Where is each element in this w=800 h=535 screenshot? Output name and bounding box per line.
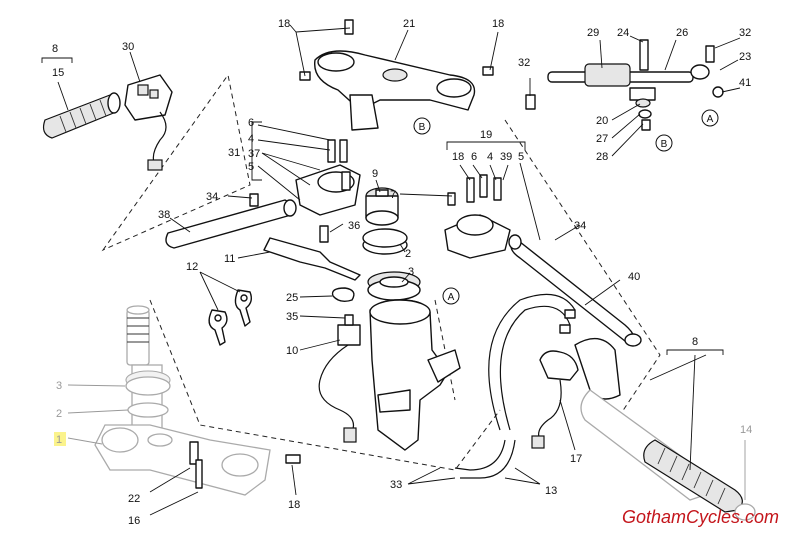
right-clipon [444, 174, 511, 259]
callout-32: 32 [739, 27, 751, 39]
ref-marker-b-right: B [655, 134, 673, 152]
callout-37: 37 [248, 148, 260, 160]
assembly-outline-center [434, 299, 456, 401]
yoke-clamp-bolts [189, 441, 301, 489]
steering-seal-2 [362, 228, 408, 255]
headstock-bracket-11 [263, 237, 361, 281]
callout-21: 21 [403, 18, 415, 30]
clip-25 [331, 287, 355, 303]
steering-damper [547, 39, 724, 101]
callout-16: 16 [128, 515, 140, 527]
callout-9: 9 [372, 168, 378, 180]
callout-14: 14 [740, 424, 752, 436]
callout-2: 2 [56, 408, 62, 420]
right-grip [643, 439, 743, 513]
upper-yoke [314, 50, 476, 131]
ref-letter-b: B [419, 122, 426, 133]
callout-3: 3 [56, 380, 62, 392]
callout-3: 3 [408, 266, 414, 278]
callout-6: 6 [471, 151, 477, 163]
callout-33: 33 [390, 479, 402, 491]
callout-38: 38 [158, 209, 170, 221]
leader-lines [41, 24, 741, 516]
callout-34: 34 [206, 191, 218, 203]
callout-5: 5 [518, 151, 524, 163]
callout-20: 20 [596, 115, 608, 127]
callout-32: 32 [518, 57, 530, 69]
callout-13: 13 [545, 485, 557, 497]
callout-27: 27 [596, 133, 608, 145]
callout-8: 8 [692, 336, 698, 348]
callout-30: 30 [122, 41, 134, 53]
throttle-housing [531, 337, 621, 449]
callout-4: 4 [487, 151, 493, 163]
bolt-36 [319, 225, 329, 243]
callout-29: 29 [587, 27, 599, 39]
callout-7: 7 [390, 189, 396, 201]
callout-6: 6 [248, 117, 254, 129]
ignition-keys [208, 289, 253, 346]
leader-lines-ghost [67, 384, 746, 500]
callout-4: 4 [248, 133, 254, 145]
callout-15: 15 [52, 67, 64, 79]
callout-39: 39 [500, 151, 512, 163]
callout-19: 19 [480, 129, 492, 141]
ref-marker-b-upper: B [413, 117, 431, 135]
callout-2: 2 [405, 248, 411, 260]
left-switch-housing [124, 74, 173, 171]
ref-letter-a: A [448, 292, 455, 303]
assembly-outline-right [504, 119, 661, 431]
callout-31: 31 [228, 147, 240, 159]
ref-marker-a-right: A [701, 109, 719, 127]
watermark-text: GothamCycles.com [622, 507, 779, 527]
callout-40: 40 [628, 271, 640, 283]
callout-18: 18 [278, 18, 290, 30]
callout-25: 25 [286, 292, 298, 304]
ignition-switch [365, 187, 399, 226]
frame-headstock [369, 299, 461, 451]
callout-1: 1 [56, 434, 62, 446]
callout-18: 18 [288, 499, 300, 511]
callout-18: 18 [492, 18, 504, 30]
callout-28: 28 [596, 151, 608, 163]
seal-ghost-2 [127, 402, 169, 418]
callout-35: 35 [286, 311, 298, 323]
callout-18: 18 [452, 151, 464, 163]
callout-17: 17 [570, 453, 582, 465]
sensor-assembly [318, 314, 361, 443]
callout-10: 10 [286, 345, 298, 357]
left-handlebar-tube [165, 193, 297, 249]
callout-22: 22 [128, 493, 140, 505]
throttle-cables [454, 293, 576, 479]
callout-41: 41 [739, 77, 751, 89]
callout-34: 34 [574, 220, 586, 232]
callout-5: 5 [248, 161, 254, 173]
callout-26: 26 [676, 27, 688, 39]
callout-11: 11 [224, 253, 235, 265]
callout-12: 12 [186, 261, 198, 273]
ref-letter-b: B [661, 139, 668, 150]
damper-mount-parts [525, 94, 652, 131]
callout-8: 8 [52, 43, 58, 55]
left-grip [42, 92, 121, 139]
assembly-outline-lower [149, 299, 501, 471]
callout-23: 23 [739, 51, 751, 63]
bearing-ghost-3 [125, 370, 171, 396]
assembly-outline-left [101, 73, 251, 252]
callout-highlight [54, 432, 66, 446]
callout-24: 24 [617, 27, 629, 39]
bar-end-14 [734, 503, 756, 521]
right-handlebar-tube [508, 234, 642, 347]
left-clipon [295, 139, 361, 216]
ref-letter-a: A [707, 114, 714, 125]
lower-yoke [94, 424, 271, 496]
ref-marker-a-center: A [442, 287, 460, 305]
callout-36: 36 [348, 220, 360, 232]
